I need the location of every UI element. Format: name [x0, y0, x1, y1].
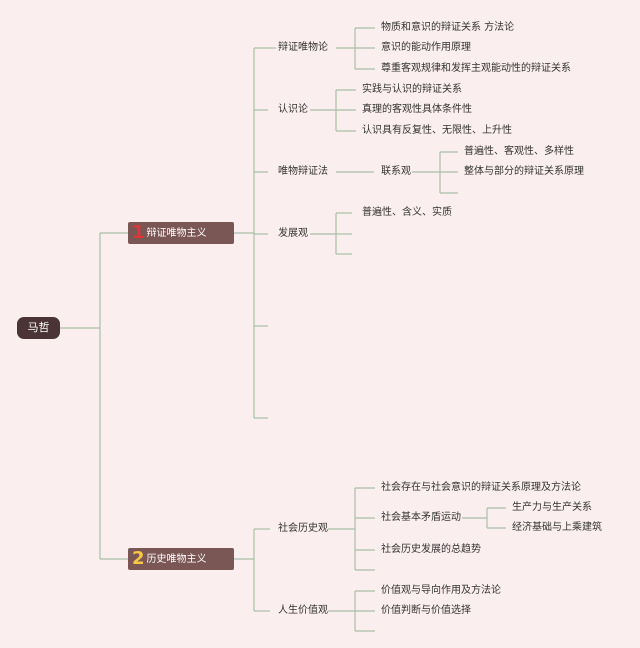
- topic-connection-view[interactable]: 联系观: [381, 166, 411, 177]
- number-1-badge: 1: [132, 222, 145, 243]
- leaf-consciousness-agency[interactable]: 意识的能动作用原理: [381, 42, 471, 53]
- leaf-development-trend[interactable]: 社会历史发展的总趋势: [381, 544, 481, 555]
- leaf-whole-part[interactable]: 整体与部分的辩证关系原理: [464, 166, 584, 177]
- leaf-values-guidance[interactable]: 价值观与导向作用及方法论: [381, 585, 501, 596]
- topic-social-history-view[interactable]: 社会历史观: [278, 523, 328, 534]
- topic-dialectical-materialism[interactable]: 辩证唯物论: [278, 42, 328, 53]
- leaf-objective-laws[interactable]: 尊重客观规律和发挥主观能动性的辩证关系: [381, 63, 571, 74]
- branch-2-label: 历史唯物主义: [146, 554, 207, 565]
- leaf-truth-objectivity[interactable]: 真理的客观性具体条件性: [362, 104, 472, 115]
- leaf-economic-base[interactable]: 经济基础与上乘建筑: [512, 522, 602, 533]
- branch-1-label: 辩证唯物主义: [146, 228, 207, 239]
- topic-life-value-view[interactable]: 人生价值观: [278, 605, 328, 616]
- leaf-value-judgment[interactable]: 价值判断与价值选择: [381, 605, 471, 616]
- topic-development-view[interactable]: 发展观: [278, 228, 308, 239]
- number-2-badge: 2: [132, 548, 145, 569]
- leaf-practice-cognition[interactable]: 实践与认识的辩证关系: [362, 84, 462, 95]
- leaf-productive-forces[interactable]: 生产力与生产关系: [512, 502, 592, 513]
- leaf-matter-consciousness[interactable]: 物质和意识的辩证关系 方法论: [381, 22, 515, 33]
- root-node[interactable]: 马哲: [17, 317, 60, 339]
- topic-basic-contradiction[interactable]: 社会基本矛盾运动: [381, 512, 461, 523]
- leaf-universality-meaning[interactable]: 普遍性、含义、实质: [362, 207, 452, 218]
- topic-epistemology[interactable]: 认识论: [278, 104, 308, 115]
- leaf-cognition-repetition[interactable]: 认识具有反复性、无限性、上升性: [362, 125, 512, 136]
- topic-materialist-dialectics[interactable]: 唯物辩证法: [278, 166, 328, 177]
- leaf-universality-objectivity[interactable]: 普遍性、客观性、多样性: [464, 146, 574, 157]
- leaf-social-existence[interactable]: 社会存在与社会意识的辩证关系原理及方法论: [381, 482, 581, 493]
